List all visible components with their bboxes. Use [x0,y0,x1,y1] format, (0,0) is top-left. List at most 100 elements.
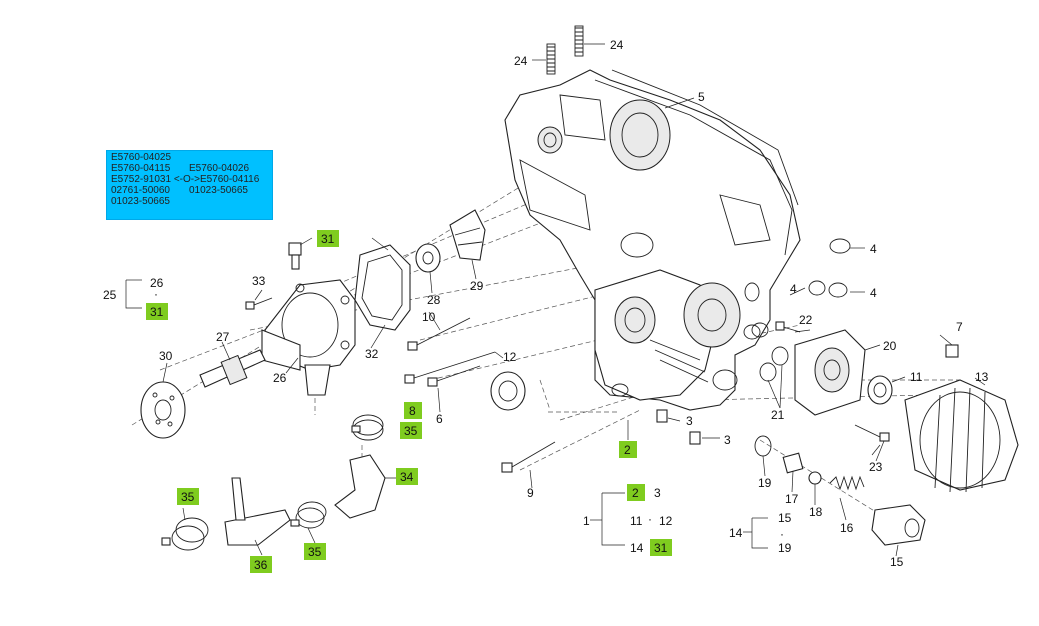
callout-6: 6 [436,412,443,426]
callout-7: 7 [956,320,963,334]
o-rings-21 [743,324,789,382]
callout-31b: 31 [150,305,164,319]
callout-12: 12 [503,350,517,364]
plug-7 [945,344,959,358]
highlight-34 [396,468,418,485]
highlight-35a [400,422,422,439]
callout-21: 21 [771,408,785,422]
callout-2b: 2 [632,486,639,500]
spring-24-right [574,25,584,57]
callout-31c: 31 [654,541,668,555]
clamp-35-right [290,501,327,529]
gear-case-housing [504,69,801,411]
callout-28: 28 [427,293,441,307]
callout-14b: 14 [630,541,644,555]
highlight-31b [146,303,168,320]
spring-16 [829,475,865,491]
callout-12b: 12 [659,514,673,528]
callout-16: 16 [840,521,854,535]
callout-11: 11 [910,370,923,384]
clamp-35-left [161,517,209,551]
callout-13: 13 [975,370,989,384]
highlight-31a [317,230,339,247]
bearing-shaft-27 [199,349,266,388]
plugs-3 [656,409,701,445]
info-line-4: E5752-91031 <-O->E5760-04116 [111,174,260,185]
info-line-2: E5760-04115 [111,163,171,174]
callout-dot-15-19: · [780,527,784,541]
spring-24-left [546,43,556,75]
part-number-info-box: E5760-04025 E5760-04115 E5760-04026 E575… [106,150,273,220]
callout-29: 29 [470,279,484,293]
callout-dot-11-12: · [648,512,652,526]
callout-11b: 11 [630,514,643,528]
highlight-2a [619,441,637,458]
o-rings-4 [808,238,851,298]
impeller-29 [449,209,486,261]
callout-24-left: 24 [514,54,528,68]
valve-17 [782,452,804,474]
callout-3b: 3 [724,433,731,447]
info-line-7: 01023-50665 [111,196,170,207]
callout-15b: 15 [890,555,904,569]
pump-fitting-31 [288,242,302,270]
highlight-boxes [146,230,672,573]
leader-lines [125,43,986,557]
callout-2a: 2 [624,443,631,457]
callout-26a: 26 [150,276,164,290]
callout-22: 22 [799,313,813,327]
filter-bracket-20 [794,329,866,416]
bolt-33 [245,297,273,310]
highlight-31c [650,539,672,556]
callout-35a: 35 [404,424,418,438]
callout-1: 1 [583,514,590,528]
nipple-11 [867,375,893,405]
callout-15a: 15 [778,511,792,525]
callout-numbers: 24 24 5 31 33 26 25 · 31 28 29 27 32 10 … [103,38,989,572]
callout-3c: 3 [654,486,661,500]
callout-33: 33 [252,274,266,288]
bolt-10 [407,317,471,351]
callout-32: 32 [365,347,379,361]
callout-8: 8 [409,404,416,418]
callout-18: 18 [809,505,823,519]
bolt-23 [854,424,890,442]
callout-27: 27 [216,330,230,344]
highlight-35b [177,488,199,505]
water-pump-body [261,279,356,396]
oil-seal [490,371,526,411]
oil-filter-13 [904,379,1019,493]
clamp-35-upper [351,414,384,441]
pulley-flange-30 [140,381,186,439]
info-line-6: 01023-50665 [189,185,248,196]
callout-14a: 14 [729,526,743,540]
callout-dot-26-31: · [154,287,158,301]
gasket-32 [354,244,411,331]
callout-4c: 4 [870,286,877,300]
callout-17: 17 [785,492,799,506]
relief-plug-15 [871,504,926,546]
callout-4b: 4 [790,282,797,296]
o-ring-19 [754,435,772,457]
callout-25: 25 [103,288,117,302]
highlight-36 [250,556,272,573]
callout-35c: 35 [308,545,322,559]
highlight-35c [304,543,326,560]
info-line-1: E5760-04025 [111,152,172,163]
callout-34: 34 [400,470,414,484]
callout-5: 5 [698,90,705,104]
impeller-seal-28 [415,243,441,273]
callout-19b: 19 [778,541,792,555]
highlight-2b [627,484,645,501]
callout-30: 30 [159,349,173,363]
ball-18 [808,471,822,485]
bolt-6 [427,365,481,387]
callout-19a: 19 [758,476,772,490]
callout-10: 10 [422,310,436,324]
callout-3a: 3 [686,414,693,428]
callout-24-right: 24 [610,38,624,52]
hose-34 [334,454,386,519]
callout-4a: 4 [870,242,877,256]
callout-36: 36 [254,558,268,572]
info-line-3: E5760-04026 [189,163,250,174]
